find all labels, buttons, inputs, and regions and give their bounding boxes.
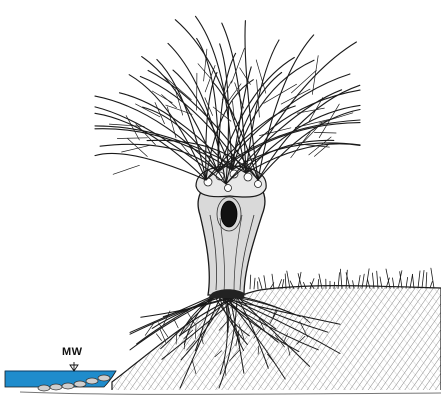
grass-blade: [418, 271, 420, 288]
rootlet: [174, 319, 179, 328]
rootlet: [160, 330, 166, 343]
grass-blade: [318, 280, 319, 289]
water-level-label: MW: [62, 346, 83, 358]
trunk-hollow: [217, 197, 241, 231]
twig: [127, 138, 147, 156]
pollard-head: [196, 166, 266, 197]
twig: [309, 137, 331, 155]
branch: [246, 144, 360, 173]
branch: [246, 42, 356, 173]
grass-blade: [272, 274, 274, 289]
grass-blade: [254, 278, 255, 289]
twig: [113, 165, 139, 174]
rootlet: [186, 311, 194, 324]
grass-blade: [285, 274, 286, 289]
grass-blade: [250, 275, 251, 289]
twig: [291, 70, 316, 93]
grass-blade: [430, 282, 432, 289]
twig: [314, 132, 336, 133]
grass-blade: [334, 282, 335, 288]
branches: [95, 16, 360, 184]
twig: [264, 84, 297, 103]
water-level-marker: [70, 362, 78, 371]
grass-blade: [259, 278, 262, 289]
grass: [250, 268, 434, 289]
branch: [246, 40, 279, 173]
grass-blade: [264, 276, 266, 289]
twig: [232, 48, 245, 83]
twig: [281, 89, 310, 104]
branch: [95, 153, 206, 180]
twig: [117, 138, 147, 139]
grass-blade: [426, 273, 427, 289]
grass-blade: [412, 274, 414, 288]
grass-blade: [410, 274, 413, 288]
grass-blade: [287, 271, 290, 289]
rootlet: [156, 334, 161, 341]
grass-blade: [422, 270, 424, 288]
